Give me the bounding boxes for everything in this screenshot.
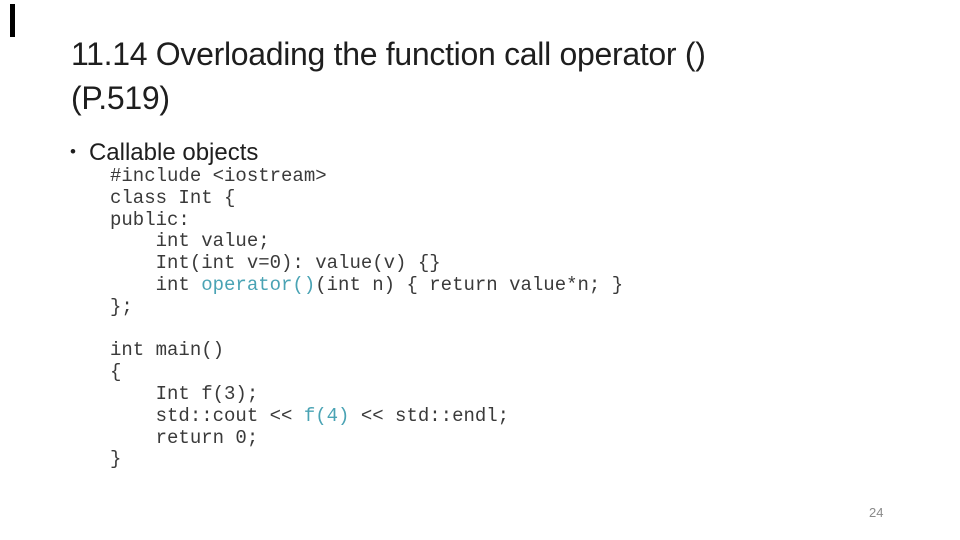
code-line	[110, 319, 623, 341]
code-line: int main()	[110, 339, 225, 362]
code-line: class Int {	[110, 186, 236, 209]
code-line: Int f(3);	[110, 382, 259, 405]
code-line: }	[110, 448, 122, 471]
code-line: int value;	[110, 230, 270, 253]
code-line: std::cout << f(4) << std::endl;	[110, 404, 510, 427]
page-number: 24	[869, 505, 884, 520]
slide-title-line-2: (P.519)	[71, 80, 170, 116]
code-line: #include <iostream>	[110, 165, 327, 187]
slide-title: 11.14 Overloading the function call oper…	[71, 32, 706, 120]
code-line: return 0;	[110, 426, 259, 449]
code-line: };	[110, 295, 133, 318]
code-line: {	[110, 361, 122, 384]
code-line: public:	[110, 208, 190, 231]
code-line: Int(int v=0): value(v) {}	[110, 252, 441, 275]
code-listing: #include <iostream>class Int {public: in…	[110, 165, 624, 471]
bullet-item: • Callable objects	[70, 138, 258, 167]
corner-black-bar-artifact	[10, 4, 15, 37]
bullet-label: Callable objects	[88, 139, 259, 166]
code-line: int operator()(int n) { return value*n; …	[110, 273, 624, 296]
bullet-dot-icon: •	[70, 142, 76, 161]
slide-title-line-1: 11.14 Overloading the function call oper…	[71, 36, 706, 72]
